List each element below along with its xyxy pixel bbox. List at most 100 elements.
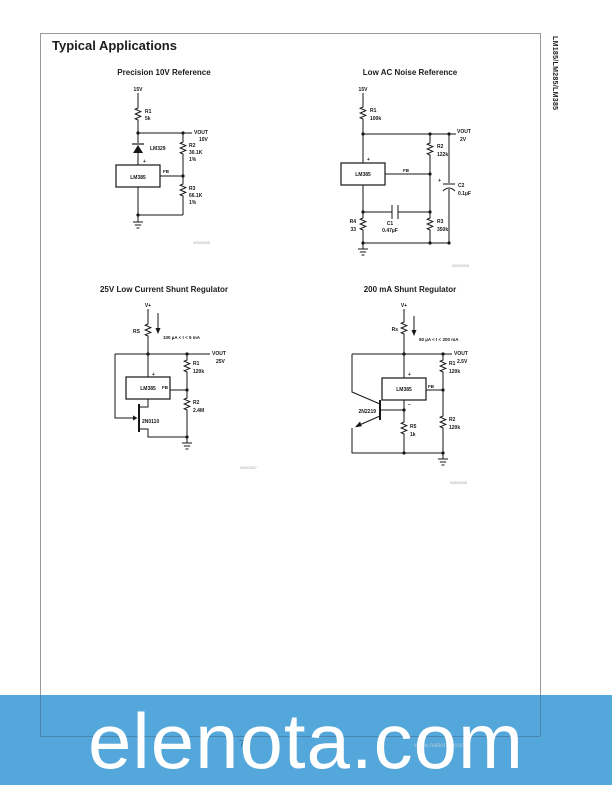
c1-label: C1	[387, 221, 394, 227]
junction-dots	[146, 352, 189, 439]
ic-label: LM385	[130, 175, 146, 181]
plus-label: +	[408, 372, 411, 378]
current-arrow-icon	[411, 330, 417, 336]
junction-dots	[136, 131, 185, 217]
ic-label: LM385	[396, 387, 412, 393]
vout-label: VOUT	[212, 351, 226, 357]
r3-tolerance: 1%	[189, 200, 197, 206]
figure-title-4: 200 mA Shunt Regulator	[363, 285, 457, 294]
page-border-showthrough-left	[40, 695, 41, 736]
footer-website: www.national.com	[414, 742, 467, 749]
resistor-r2	[183, 395, 191, 413]
figure-code: 00562908	[450, 481, 467, 485]
c2-value: 0.1µF	[458, 191, 471, 197]
page-title: Typical Applications	[52, 38, 177, 53]
r4-label: R4	[350, 219, 357, 225]
r5-label: R5	[410, 424, 417, 430]
ground-icon	[357, 248, 369, 256]
figure-title-3: 25V Low Current Shunt Regulator	[99, 285, 228, 294]
resistor-r3	[426, 215, 434, 233]
r2-value: 2.4M	[193, 408, 204, 414]
plus-label: +	[367, 157, 370, 163]
r2-label: R2	[189, 143, 196, 149]
resistor-r4	[359, 215, 367, 233]
rs-label: RS	[133, 329, 141, 335]
wires	[114, 309, 210, 443]
side-part-number-tab: LM185/LM285/LM385	[551, 36, 558, 111]
figure-code: 00562905	[193, 241, 210, 245]
circuit-low-ac-noise-reference: 15V R1 100k VOUT 2V + LM385 FB R2 122k R…	[340, 87, 471, 268]
page-number: 7	[239, 739, 245, 750]
minus-label: −	[408, 402, 411, 408]
r1-value: 120k	[193, 369, 204, 375]
r5-value: 1k	[410, 432, 416, 438]
fb-label: FB	[428, 384, 435, 389]
junction-dots	[402, 352, 445, 455]
ic-label: LM385	[355, 172, 371, 178]
r1-label: R1	[370, 108, 377, 114]
rs-label: Rs	[392, 327, 399, 333]
watermark-banner: 7 www.national.com elenota.com	[0, 695, 612, 785]
transistor-icon	[355, 400, 381, 428]
figure-code: 00562907	[240, 466, 257, 470]
resistor-rs	[144, 321, 152, 339]
r1-value: 5k	[145, 116, 151, 122]
r2-value: 122k	[437, 152, 448, 158]
r1-value: 100k	[370, 116, 381, 122]
transistor-label: 2N0110	[142, 419, 159, 425]
resistor-r3	[179, 181, 187, 199]
plus-label: +	[143, 159, 146, 165]
resistor-r1	[439, 357, 447, 375]
current-annotation: 50 µA < I < 200 mA	[419, 337, 459, 342]
r3-label: R3	[437, 219, 444, 225]
vout-label: VOUT	[454, 351, 468, 357]
c2-label: C2	[458, 183, 465, 189]
resistor-r1	[134, 105, 142, 123]
r2-value: 120k	[449, 425, 460, 431]
supply-label: 15V	[359, 87, 369, 93]
r3-value: 350k	[437, 227, 448, 233]
resistor-r1	[183, 357, 191, 375]
plus-label: +	[152, 372, 155, 378]
r4-value: 33	[350, 227, 356, 233]
current-annotation: 100 µA < I < 5 mA	[163, 335, 201, 340]
junction-dots	[361, 132, 451, 245]
circuit-200ma-shunt-regulator: V+ Rs 50 µA < I < 200 mA VOUT 2.5V R1 12…	[351, 303, 468, 485]
r2-tolerance: 1%	[189, 157, 197, 163]
transistor-icon	[133, 404, 140, 432]
ic-label: LM385	[140, 386, 156, 392]
ic-box	[115, 164, 161, 188]
ground-icon	[437, 458, 449, 466]
watermark-text: elenota.com	[88, 697, 524, 785]
circuit-25v-low-current-shunt-regulator: V+ RS 100 µA < I < 5 mA VOUT 25V R1 120k…	[114, 303, 257, 470]
c1-value: 0.47µF	[382, 228, 398, 234]
figure-title-1: Precision 10V Reference	[117, 68, 211, 77]
current-arrow-icon	[155, 328, 161, 334]
fb-label: FB	[162, 385, 169, 390]
r1-label: R1	[145, 109, 152, 115]
ic-box	[381, 377, 427, 401]
resistor-rs	[400, 319, 408, 337]
fb-label: FB	[403, 168, 410, 173]
vout-value: 2.5V	[457, 359, 468, 365]
r2-label: R2	[449, 417, 456, 423]
r1-label: R1	[449, 361, 456, 367]
r1-label: R1	[193, 361, 200, 367]
page-border-showthrough-bottom	[40, 736, 540, 737]
vout-value: 2V	[460, 137, 467, 143]
vout-value: 10V	[199, 137, 209, 143]
figure-title-2: Low AC Noise Reference	[362, 68, 458, 77]
r3-label: R3	[189, 186, 196, 192]
supply-label: 15V	[134, 87, 144, 93]
fb-label: FB	[163, 169, 170, 174]
transistor-label: 2N2219	[358, 409, 376, 415]
wires	[362, 93, 456, 249]
diode-label: LM329	[150, 146, 166, 152]
wires	[351, 309, 452, 459]
resistor-r2	[179, 139, 187, 157]
vout-value: 25V	[216, 359, 226, 365]
supply-label: V+	[145, 303, 151, 309]
r2-label: R2	[437, 144, 444, 150]
page-border-showthrough-right	[540, 695, 541, 736]
circuit-precision-10v-reference: 15V R1 5k VOUT 10V LM329 + LM385 FB R2 3…	[115, 87, 210, 245]
